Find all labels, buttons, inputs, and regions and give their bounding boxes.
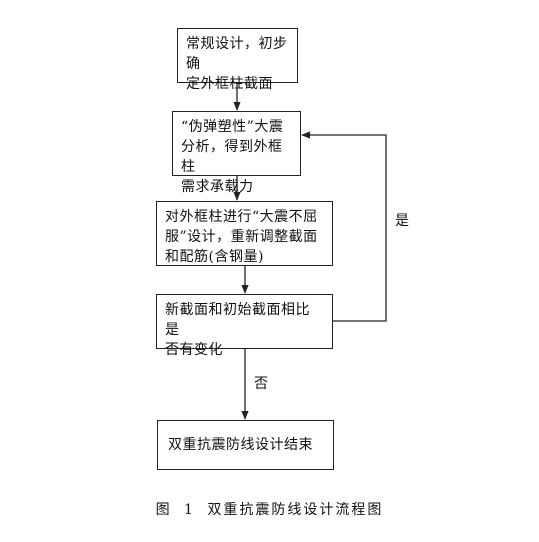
figure-caption: 图 1 双重抗震防线设计流程图 (155, 502, 384, 518)
edge-label-no: 否 (254, 376, 268, 392)
step-initial-design: 常规设计，初步确 定外框柱截面 (177, 28, 298, 92)
step-design-end: 双重抗震防线设计结束 (157, 420, 334, 470)
step-no-yield-design: 对外框柱进行“大震不屈 服”设计，重新调整截面 和配筋(含钢量) (156, 201, 333, 266)
decision-section-changed: 新截面和初始截面相比是 否有变化 (156, 294, 333, 358)
step-pseudo-elastoplastic-analysis: “伪弹塑性”大震 分析，得到外框柱 需求承载力 (172, 111, 301, 195)
edge-label-yes: 是 (395, 213, 409, 229)
